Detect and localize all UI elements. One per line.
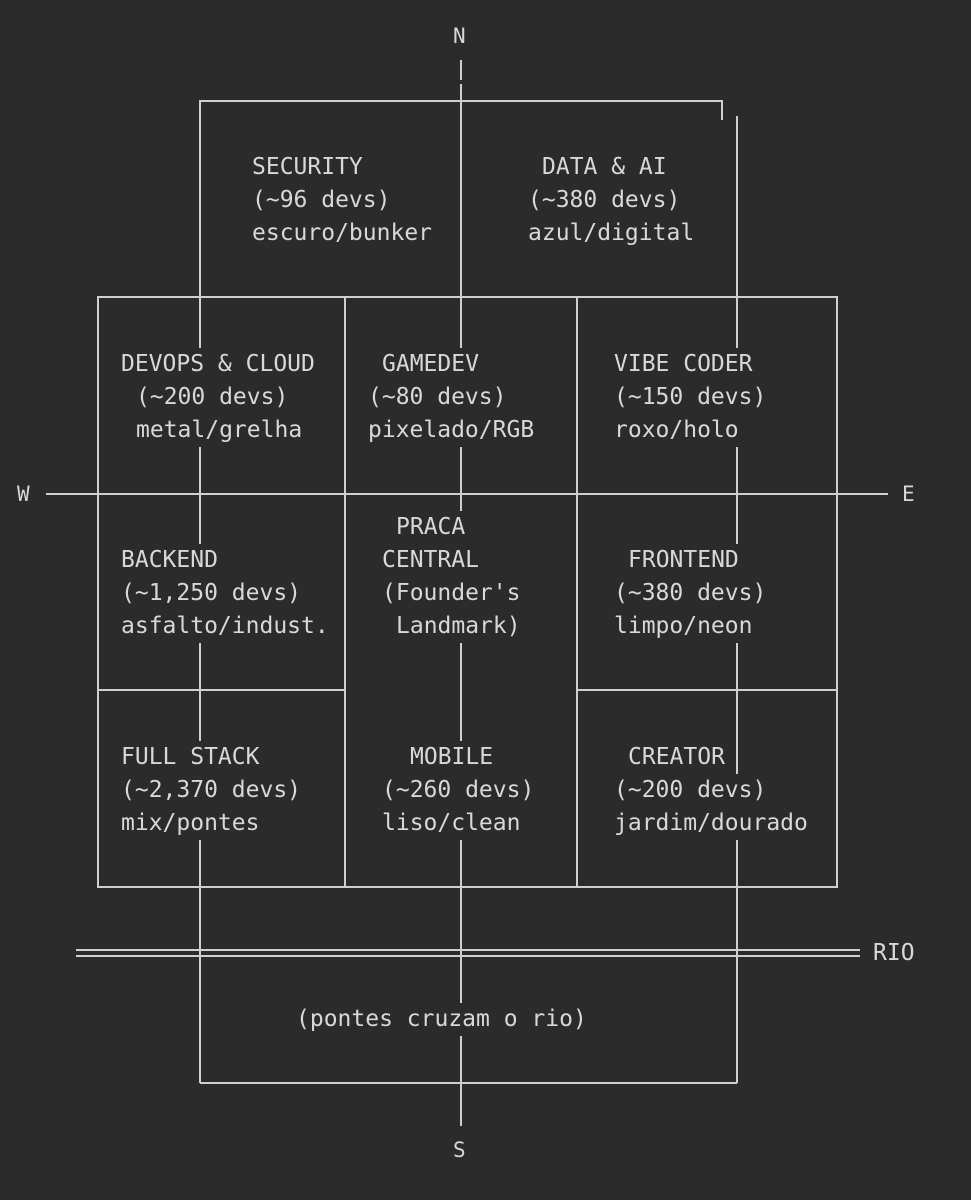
district-backend-style: asfalto/indust. xyxy=(120,610,330,643)
plaza-line-2: CENTRAL xyxy=(381,544,480,577)
district-frontend-style: limpo/neon xyxy=(613,610,754,643)
compass-east: E xyxy=(901,478,916,511)
district-vibe-coder-style: roxo/holo xyxy=(613,414,740,447)
plaza-line-1: PRACA xyxy=(395,511,467,544)
district-devops-style: metal/grelha xyxy=(135,414,304,447)
river-label: RIO xyxy=(872,937,916,970)
district-mobile-devs: (~260 devs) xyxy=(381,774,536,807)
district-frontend-devs: (~380 devs) xyxy=(613,577,768,610)
district-fullstack-style: mix/pontes xyxy=(120,807,261,840)
district-data-ai-name: DATA & AI xyxy=(541,151,668,184)
district-security-name: SECURITY xyxy=(251,151,364,184)
plaza-line-4: Landmark) xyxy=(395,610,522,643)
district-mobile-style: liso/clean xyxy=(381,807,522,840)
district-security-style: escuro/bunker xyxy=(251,217,434,250)
district-gamedev-style: pixelado/RGB xyxy=(367,414,536,447)
district-gamedev-devs: (~80 devs) xyxy=(367,381,508,414)
district-fullstack-name: FULL STACK xyxy=(120,741,261,774)
district-mobile-name: MOBILE xyxy=(409,741,495,774)
compass-west: W xyxy=(16,478,31,511)
district-fullstack-devs: (~2,370 devs) xyxy=(120,774,303,807)
district-frontend-name: FRONTEND xyxy=(627,544,740,577)
district-data-ai-devs: (~380 devs) xyxy=(527,184,682,217)
district-backend-devs: (~1,250 devs) xyxy=(120,577,303,610)
compass-south: S xyxy=(452,1134,467,1167)
district-creator-style: jardim/dourado xyxy=(613,807,809,840)
district-gamedev-name: GAMEDEV xyxy=(381,348,480,381)
district-security-devs: (~96 devs) xyxy=(251,184,392,217)
district-creator-devs: (~200 devs) xyxy=(613,774,768,807)
compass-north: N xyxy=(452,20,467,53)
district-vibe-coder-devs: (~150 devs) xyxy=(613,381,768,414)
district-devops-name: DEVOPS & CLOUD xyxy=(120,348,316,381)
district-devops-devs: (~200 devs) xyxy=(135,381,290,414)
district-data-ai-style: azul/digital xyxy=(527,217,696,250)
district-creator-name: CREATOR xyxy=(627,741,726,774)
bridges-note: (pontes cruzam o rio) xyxy=(295,1003,588,1036)
district-vibe-coder-name: VIBE CODER xyxy=(613,348,754,381)
district-backend-name: BACKEND xyxy=(120,544,219,577)
plaza-line-3: (Founder's xyxy=(381,577,522,610)
district-grid-outline xyxy=(97,296,838,888)
